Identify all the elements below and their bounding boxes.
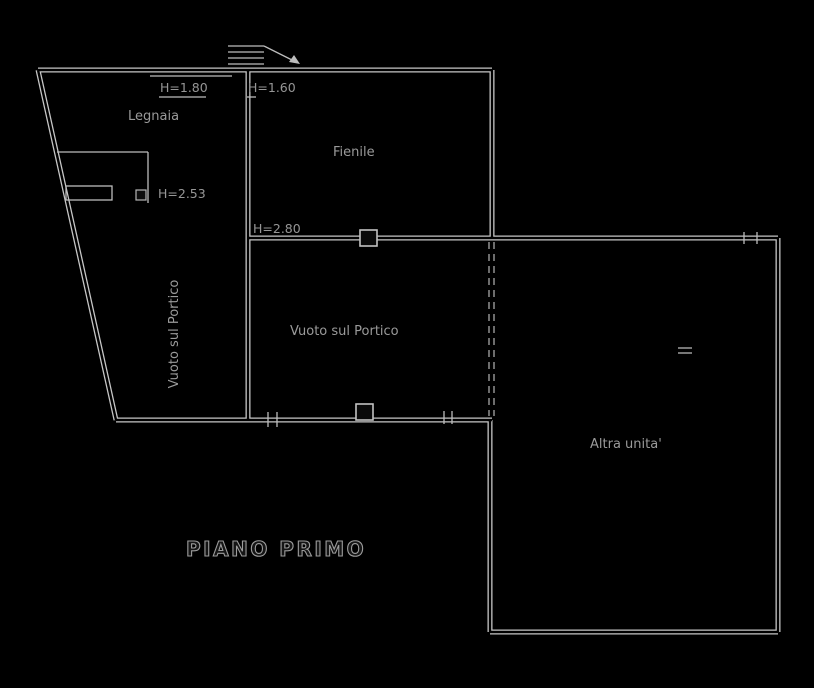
walls (35, 67, 781, 635)
stair-arrow-head (289, 55, 300, 64)
label-room-fienile: Fienile (333, 145, 375, 160)
bench-niche (65, 185, 113, 201)
label-vuoto-left: Vuoto sul Portico (167, 280, 182, 389)
pillar-top (359, 229, 378, 247)
label-room-legnaia: Legnaia (128, 109, 179, 124)
stair-symbol (228, 45, 300, 65)
opening-ticks (267, 232, 758, 427)
label-h-fienile: H=1.60 (248, 80, 296, 95)
label-altra-unita: Altra unita' (590, 437, 662, 452)
floor-title: PIANO PRIMO (186, 537, 366, 561)
height-marker-square (135, 189, 147, 201)
label-h-253: H=2.53 (158, 186, 206, 201)
label-vuoto-center: Vuoto sul Portico (290, 324, 399, 339)
pillars (355, 229, 378, 421)
label-h-280: H=2.80 (253, 221, 301, 236)
stair-arrow (263, 45, 297, 63)
dashed-party-wall (488, 242, 495, 416)
labels: H=1.80 H=1.60 Legnaia Fienile H=2.53 H=2… (128, 80, 662, 562)
label-h-legnaia: H=1.80 (160, 80, 208, 95)
interior-partitions (57, 75, 256, 203)
pillar-bottom (355, 403, 374, 421)
